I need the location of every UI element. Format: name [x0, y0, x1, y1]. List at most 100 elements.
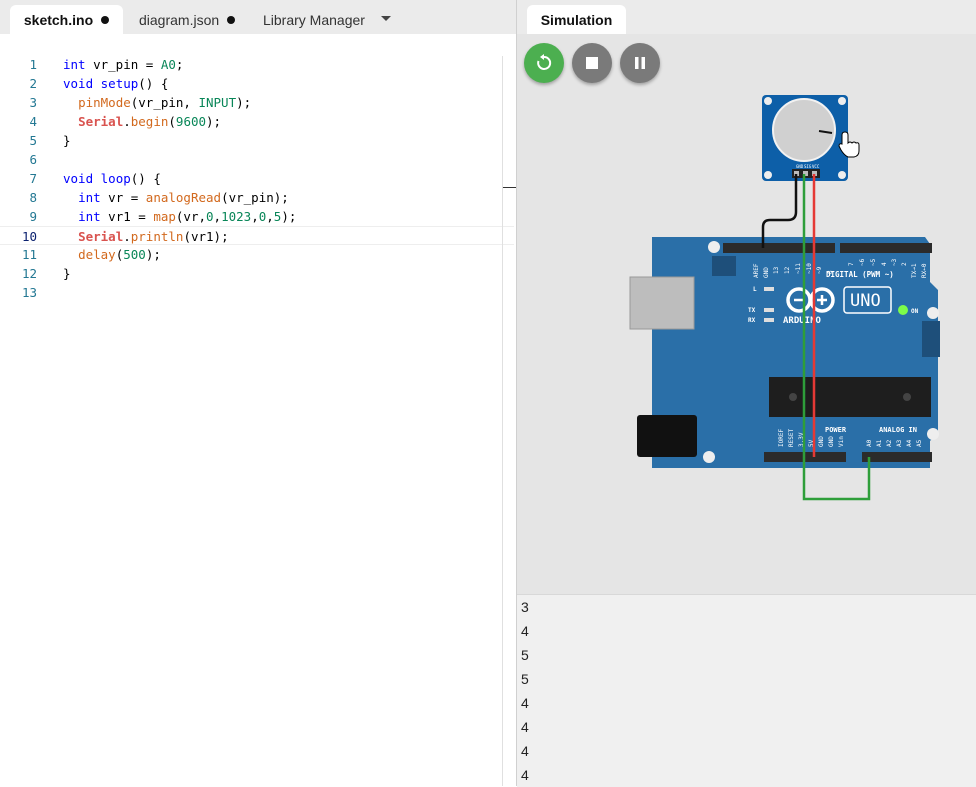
pin-label: 4: [881, 262, 888, 266]
pause-simulation-button[interactable]: [620, 43, 660, 83]
code-text: void loop() {: [63, 171, 161, 186]
editor-tab-bar: sketch.ino diagram.json Library Manager: [0, 0, 516, 34]
tab-label: sketch.ino: [23, 11, 94, 28]
code-line: 9 int vr1 = map(vr,0,1023,0,5);: [0, 207, 516, 226]
tab-simulation[interactable]: Simulation: [527, 5, 626, 34]
pin-label: ~10: [806, 263, 813, 274]
stop-icon: [586, 57, 598, 69]
tx-label: TX: [748, 307, 756, 314]
pin-label: GND: [818, 436, 825, 447]
tab-diagram-json[interactable]: diagram.json: [139, 5, 236, 34]
panel-divider[interactable]: [516, 0, 517, 786]
pin-label: A0: [866, 439, 873, 447]
code-line: 13: [0, 283, 516, 302]
serial-line: 5: [521, 647, 529, 663]
pin-label: ~3: [891, 258, 898, 266]
circuit-diagram: GND SIG VCC: [629, 95, 940, 501]
pin-label: 5V: [808, 439, 815, 447]
tab-library-manager[interactable]: Library Manager: [263, 5, 365, 34]
pin-label: 3.3V: [798, 432, 805, 447]
pin-label: 2: [901, 262, 908, 266]
code-text: delay(500);: [78, 247, 161, 262]
code-line: 5}: [0, 131, 516, 150]
overview-ruler-cursor: [503, 187, 516, 188]
simulation-panel: Simulation GND SIG VCC: [517, 0, 976, 787]
uno-label: UNO: [850, 291, 881, 311]
analog-label: ANALOG IN: [879, 426, 917, 434]
pot-knob[interactable]: [772, 98, 836, 162]
code-line: 2 void setup() {: [0, 74, 516, 93]
code-text: Serial.println(vr1);: [78, 229, 229, 244]
serial-line: 5: [521, 671, 529, 687]
digital-header-low: [840, 243, 932, 253]
serial-line: 4: [521, 743, 529, 759]
line-number: 6: [29, 152, 37, 167]
pot-pin-label: SIG: [804, 164, 812, 169]
digital-label: DIGITAL (PWM ~): [826, 270, 894, 279]
analog-header: [862, 452, 932, 462]
pin-label: 7: [848, 262, 855, 266]
pin-label: ~5: [870, 258, 877, 266]
pin-label: 8: [827, 270, 834, 274]
simulation-canvas[interactable]: GND SIG VCC: [517, 34, 976, 594]
unsaved-dot-icon: [101, 15, 110, 24]
l-label: L: [753, 286, 757, 293]
pin-label: A3: [896, 439, 903, 447]
code-text: Serial.begin(9600);: [78, 114, 222, 129]
restart-icon: [537, 54, 552, 70]
pin-label: GND: [763, 267, 770, 278]
line-number: 9: [29, 209, 37, 224]
power-label: POWER: [825, 426, 847, 434]
serial-line: 4: [521, 719, 529, 735]
restart-simulation-button[interactable]: [524, 43, 564, 83]
pin-label: A4: [906, 439, 913, 447]
unsaved-dot-icon: [227, 15, 236, 24]
serial-monitor[interactable]: 3 4 5 5 4 4 4 4: [517, 594, 976, 787]
arduino-uno-board[interactable]: L TX RX ARDUINO UNO ON DIGITAL (PWM ~) A…: [629, 237, 940, 468]
line-number: 10: [21, 229, 37, 244]
code-line: 8 int vr = analogRead(vr_pin);: [0, 188, 516, 207]
pin-label: 13: [773, 266, 780, 274]
line-number: 13: [21, 285, 37, 300]
code-text: int vr1 = map(vr,0,1023,0,5);: [78, 209, 297, 224]
pin-label: IOREF: [778, 429, 785, 447]
code-text: }: [63, 266, 71, 281]
digital-header-high: [723, 243, 835, 253]
code-line: 3 pinMode(vr_pin, INPUT);: [0, 93, 516, 112]
pin-label: A1: [876, 439, 883, 447]
brand-label: ARDUINO: [783, 316, 822, 326]
power-led: [898, 305, 908, 315]
pin-label: A2: [886, 439, 893, 447]
tab-sketch-ino[interactable]: sketch.ino: [10, 5, 123, 34]
wire-signal[interactable]: [802, 174, 871, 501]
tab-label: Library Manager: [263, 11, 365, 28]
line-number: 7: [29, 171, 37, 186]
wire-gnd[interactable]: [761, 174, 798, 248]
pot-pin-label: GND: [796, 164, 804, 169]
pin-label: GND: [828, 436, 835, 447]
pot-pin-label: VCC: [812, 164, 820, 169]
code-text: int vr = analogRead(vr_pin);: [78, 190, 289, 205]
line-number: 11: [21, 247, 37, 262]
pin-label: Vin: [838, 436, 845, 447]
stop-simulation-button[interactable]: [572, 43, 612, 83]
code-text: void setup() {: [63, 76, 169, 91]
editor-ruler: [502, 56, 503, 786]
pin-label: 12: [784, 266, 791, 274]
line-number: 2: [29, 76, 37, 91]
pin-label: TX→1: [911, 263, 918, 278]
pause-icon: [635, 57, 645, 69]
pin-label: A5: [916, 439, 923, 447]
pin-label: ~11: [795, 263, 802, 274]
code-line: 12}: [0, 264, 516, 283]
serial-line: 3: [521, 599, 529, 615]
chevron-down-icon[interactable]: [381, 16, 391, 21]
serial-line: 4: [521, 767, 529, 783]
code-line: 7 void loop() {: [0, 169, 516, 188]
tab-label: diagram.json: [139, 11, 220, 28]
line-number: 5: [29, 133, 37, 148]
serial-line: 4: [521, 623, 529, 639]
potentiometer[interactable]: GND SIG VCC: [762, 95, 848, 181]
